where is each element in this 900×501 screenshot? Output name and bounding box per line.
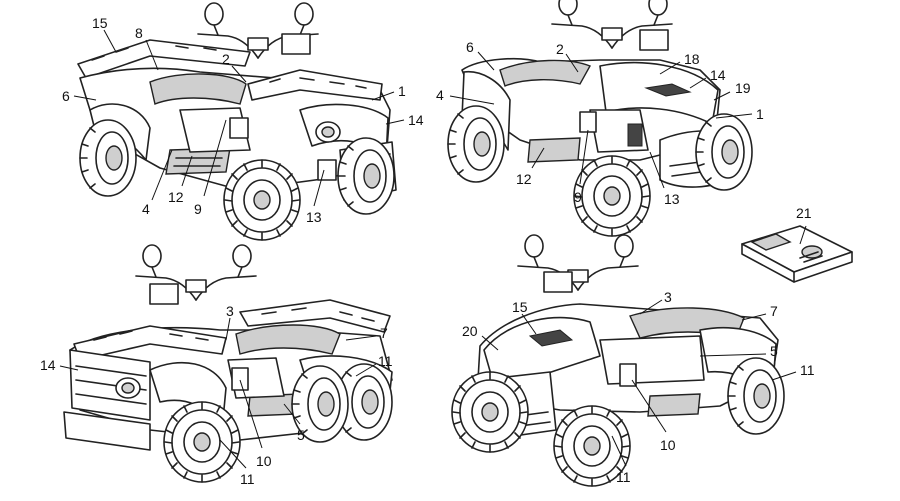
callout-14: 14: [710, 67, 726, 83]
callout-10: 10: [256, 453, 272, 469]
callout-8: 8: [135, 25, 143, 41]
callout-18: 18: [684, 51, 700, 67]
callout-11: 11: [800, 362, 815, 378]
atv-utility-rear-view: [77, 2, 397, 241]
callout-21: 21: [796, 205, 812, 221]
atv-sport-front-view: [447, 0, 753, 237]
callout-14: 14: [40, 357, 56, 373]
callout-14: 14: [408, 112, 424, 128]
callout-12: 12: [168, 189, 184, 205]
callout-11: 11: [616, 469, 631, 485]
callout-11: 11: [240, 471, 255, 487]
callouts-owners-manual: 21: [796, 205, 812, 245]
owners-manual: [741, 225, 853, 283]
callout-1: 1: [398, 83, 406, 99]
callout-4: 4: [436, 87, 444, 103]
callouts-atv-utility-rear-view: 15 8 2 6 1 14 4 12 9 13: [62, 15, 424, 225]
callout-3: 3: [226, 303, 234, 319]
callout-12: 12: [516, 171, 532, 187]
callout-15: 15: [512, 299, 528, 315]
atv-sport-front-left-view: [451, 234, 785, 487]
callout-9: 9: [194, 201, 202, 217]
callout-9: 9: [574, 189, 582, 205]
callouts-atv-utility-front-view: 3 7 14 11 5 10 11: [40, 303, 393, 487]
callout-6: 6: [62, 88, 70, 104]
callout-7: 7: [770, 303, 778, 319]
callout-1: 1: [756, 106, 764, 122]
callout-13: 13: [664, 191, 680, 207]
callout-4: 4: [142, 201, 150, 217]
callout-11: 11: [378, 353, 393, 369]
callouts-atv-sport-front-view: 6 2 18 14 19 4 1 12 9 13: [436, 39, 764, 207]
callout-5: 5: [297, 427, 305, 443]
callout-19: 19: [735, 80, 751, 96]
atv-utility-front-view: [63, 244, 393, 483]
callout-5: 5: [770, 343, 778, 359]
callout-20: 20: [462, 323, 478, 339]
callout-10: 10: [660, 437, 676, 453]
callout-6: 6: [466, 39, 474, 55]
callout-2: 2: [556, 41, 564, 57]
callout-3: 3: [664, 289, 672, 305]
callout-7: 7: [380, 325, 388, 341]
callouts-atv-sport-front-left-view: 3 15 7 20 5 11 10 11: [462, 289, 815, 485]
callout-13: 13: [306, 209, 322, 225]
callout-2: 2: [222, 51, 230, 67]
callout-15: 15: [92, 15, 108, 31]
